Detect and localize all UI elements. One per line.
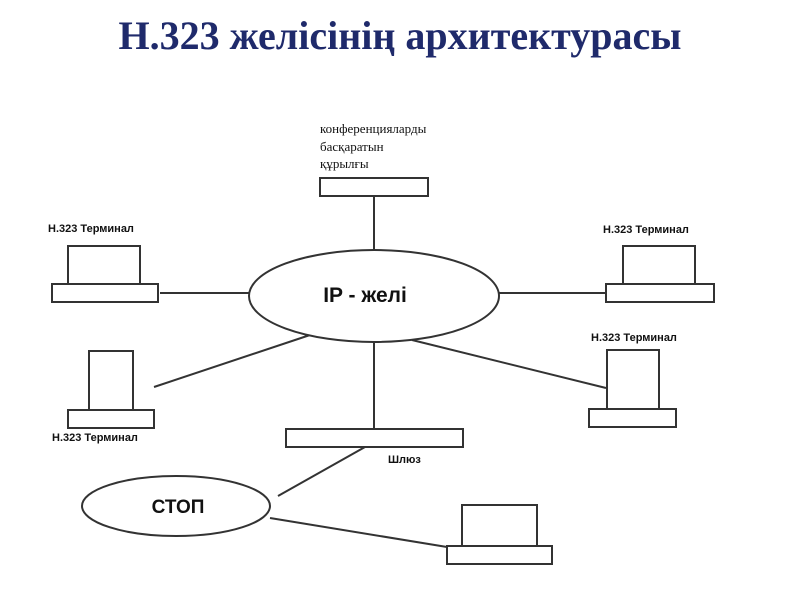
page-title: Н.323 желісінің архитектурасы — [118, 13, 682, 58]
terminal-top-left — [51, 245, 159, 303]
terminal-pstn — [446, 504, 553, 565]
link-network-terminal-bottom-right — [411, 339, 607, 389]
terminal-bottom-right — [588, 349, 677, 428]
terminal-top-left-label: Н.323 Терминал — [48, 223, 134, 235]
link-pstn-terminal — [269, 517, 448, 548]
conference-device-box — [319, 177, 429, 197]
terminal-bottom-right-label: Н.323 Терминал — [591, 332, 677, 344]
gateway-label: Шлюз — [388, 454, 421, 466]
conference-device-label-line-1: конференцияларды — [320, 121, 427, 136]
gateway-box — [285, 428, 464, 448]
pstn-label: СТОП — [152, 497, 205, 518]
link-network-terminal-bottom-left — [153, 334, 311, 388]
ip-network-label: IP - желі — [323, 284, 407, 307]
conference-device-label-line-3: құрылғы — [320, 156, 369, 171]
link-gateway-pstn — [277, 446, 366, 497]
terminal-bottom-left-label: Н.323 Терминал — [52, 432, 138, 444]
terminal-top-right — [605, 245, 715, 303]
terminal-bottom-left — [67, 350, 155, 429]
terminal-top-right-label: Н.323 Терминал — [603, 224, 689, 236]
pstn-node — [81, 475, 271, 537]
ip-network-node — [248, 249, 500, 343]
conference-device-label-line-2: басқаратын — [320, 139, 384, 154]
